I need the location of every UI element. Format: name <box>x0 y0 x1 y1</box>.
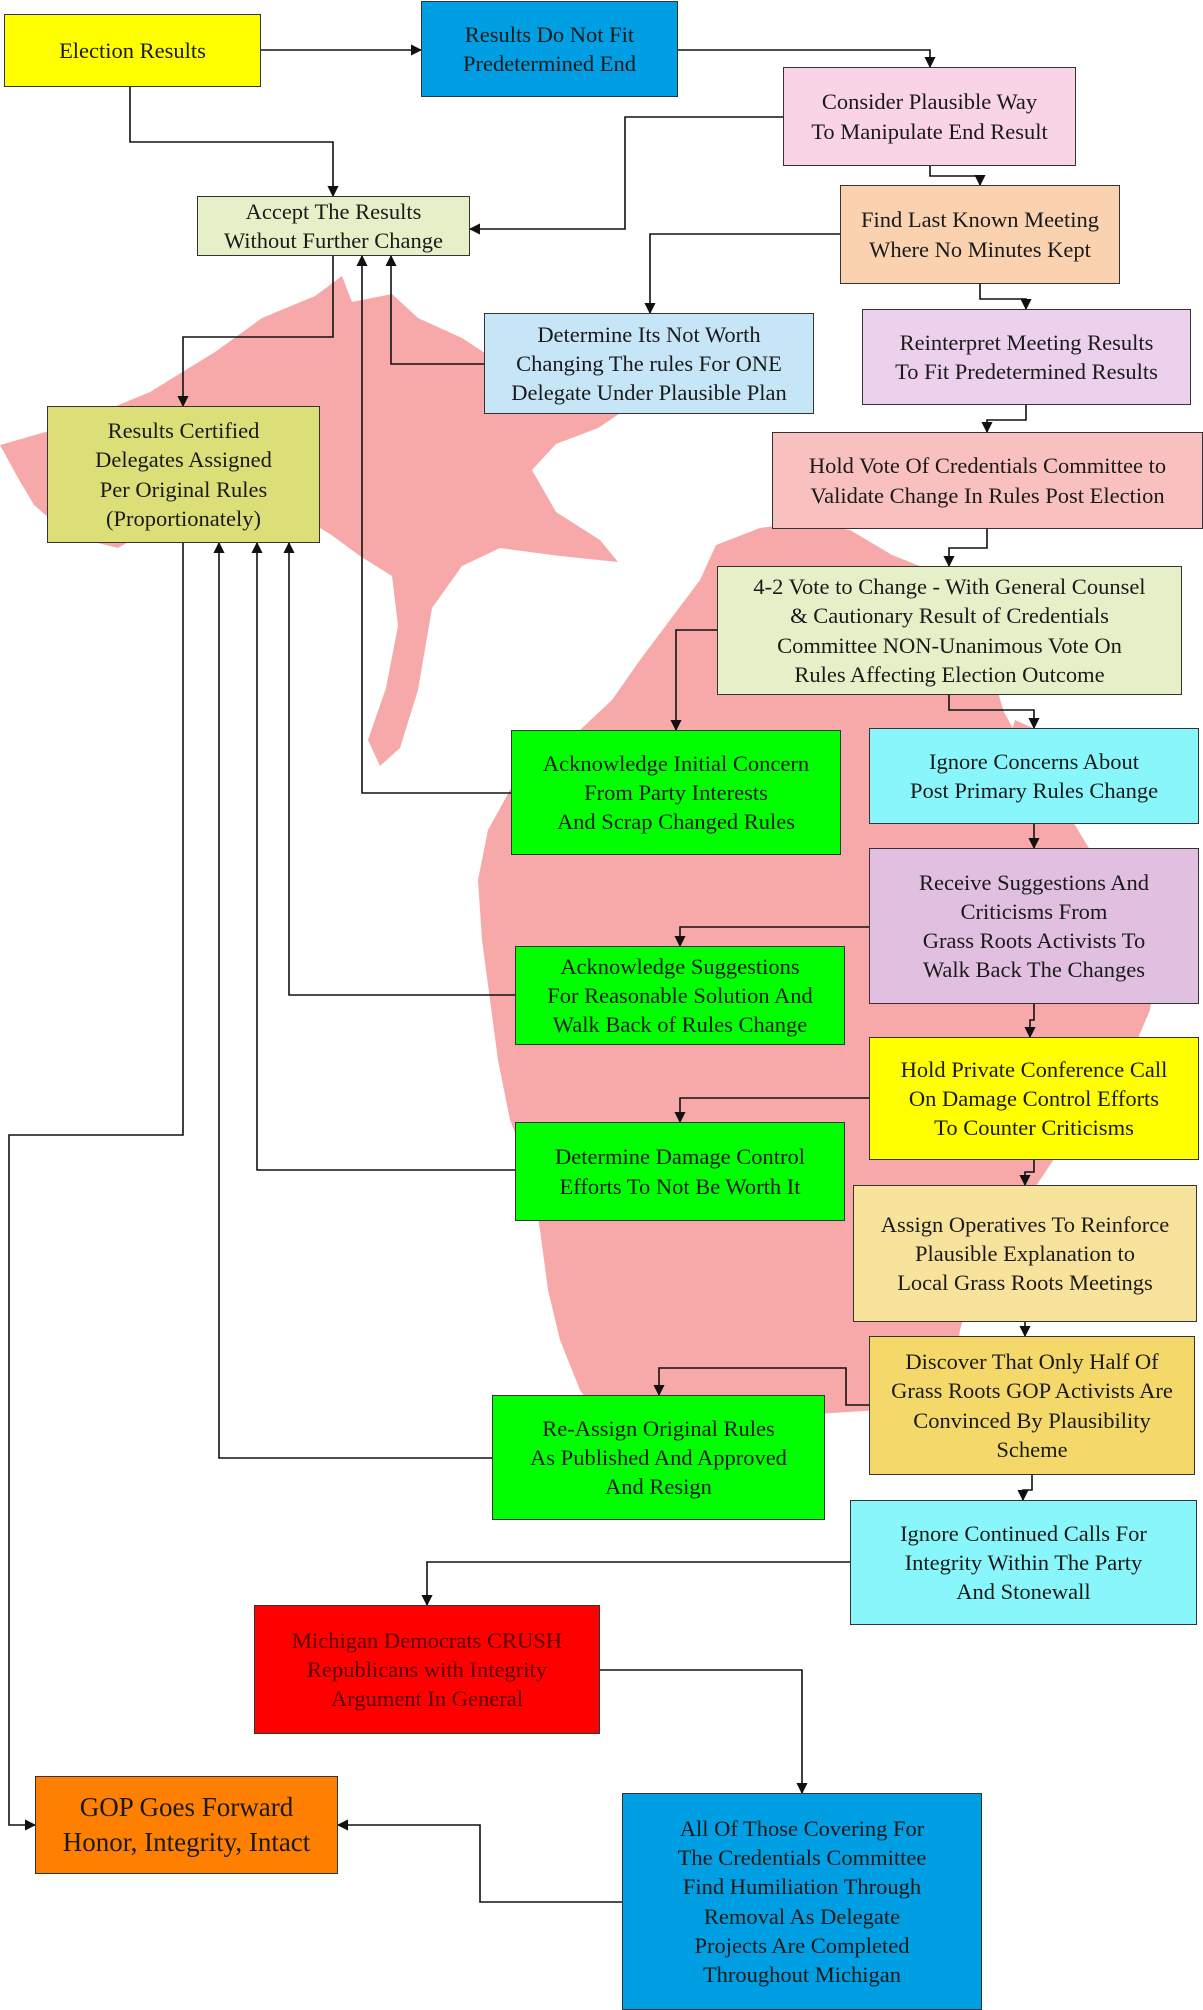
four-two-vote-box: 4-2 Vote to Change - With General Counse… <box>717 566 1182 695</box>
wire-receive-to-privatecall <box>1024 1004 1036 1039</box>
all-those-covering-box: All Of Those Covering For The Credential… <box>622 1793 982 2010</box>
receive-suggestions-box: Receive Suggestions And Criticisms From … <box>869 848 1199 1004</box>
wire-reinterpret-to-holdvote <box>981 405 1027 434</box>
wire-fourtwo-to-ignoreconcern <box>948 695 1040 730</box>
wire-damage-to-certified <box>251 541 515 1171</box>
wire-ackconcern-to-accept <box>356 254 511 794</box>
wire-discover-to-reassign <box>653 1367 869 1406</box>
wire-notfit-to-consider <box>678 49 936 69</box>
find-last-known-meeting-box: Find Last Known Meeting Where No Minutes… <box>840 185 1120 284</box>
discover-only-half-box: Discover That Only Half Of Grass Roots G… <box>869 1336 1195 1475</box>
wire-findmeeting-to-notworth <box>644 233 840 315</box>
wire-holdvote-to-fourtwo <box>943 529 988 568</box>
wire-election-to-accept <box>129 87 339 198</box>
hold-private-conference-call-box: Hold Private Conference Call On Damage C… <box>869 1037 1199 1160</box>
wire-reassign-to-certified <box>213 541 492 1459</box>
wire-privatecall-to-damage <box>674 1097 869 1124</box>
acknowledge-suggestions-box: Acknowledge Suggestions For Reasonable S… <box>515 946 845 1045</box>
determine-not-worth-box: Determine Its Not Worth Changing The rul… <box>484 313 814 414</box>
determine-damage-control-box: Determine Damage Control Efforts To Not … <box>515 1122 845 1221</box>
wire-democrats-to-covering <box>600 1669 808 1795</box>
gop-goes-forward-box: GOP Goes Forward Honor, Integrity, Intac… <box>35 1776 338 1874</box>
wire-privatecall-to-operatives <box>1019 1160 1035 1187</box>
wire-acksugg-to-certified <box>283 541 515 996</box>
wire-accept-to-certified <box>177 256 334 408</box>
wire-receive-to-acksugg <box>674 926 869 948</box>
accept-the-results-box: Accept The Results Without Further Chang… <box>197 196 470 256</box>
wire-fourtwo-to-ackconcern <box>670 629 717 732</box>
wire-consider-to-accept <box>468 116 783 235</box>
wire-consider-to-findmeeting <box>929 166 986 187</box>
consider-plausible-way-box: Consider Plausible Way To Manipulate End… <box>783 67 1076 166</box>
reinterpret-meeting-results-box: Reinterpret Meeting Results To Fit Prede… <box>862 309 1191 405</box>
hold-vote-credentials-box: Hold Vote Of Credentials Committee to Va… <box>772 432 1203 529</box>
results-do-not-fit-box: Results Do Not Fit Predetermined End <box>421 1 678 97</box>
results-certified-box: Results Certified Delegates Assigned Per… <box>47 406 320 543</box>
michigan-democrats-crush-box: Michigan Democrats CRUSH Republicans wit… <box>254 1605 600 1734</box>
ignore-concerns-box: Ignore Concerns About Post Primary Rules… <box>869 728 1199 824</box>
wire-findmeeting-to-reinterpret <box>979 284 1032 311</box>
wire-notworth-to-accept <box>385 254 484 365</box>
wire-certified-to-gop <box>8 543 184 1831</box>
wire-ignorecont-to-democrats <box>421 1561 850 1607</box>
ignore-continued-calls-box: Ignore Continued Calls For Integrity Wit… <box>850 1500 1197 1625</box>
assign-operatives-box: Assign Operatives To Reinforce Plausible… <box>853 1185 1197 1322</box>
wire-covering-to-gop <box>336 1819 622 1903</box>
wire-discover-to-ignorecont <box>1017 1475 1033 1502</box>
election-results-box: Election Results <box>4 14 261 87</box>
acknowledge-initial-concern-box: Acknowledge Initial Concern From Party I… <box>511 730 841 855</box>
reassign-original-rules-box: Re-Assign Original Rules As Published An… <box>492 1395 825 1520</box>
